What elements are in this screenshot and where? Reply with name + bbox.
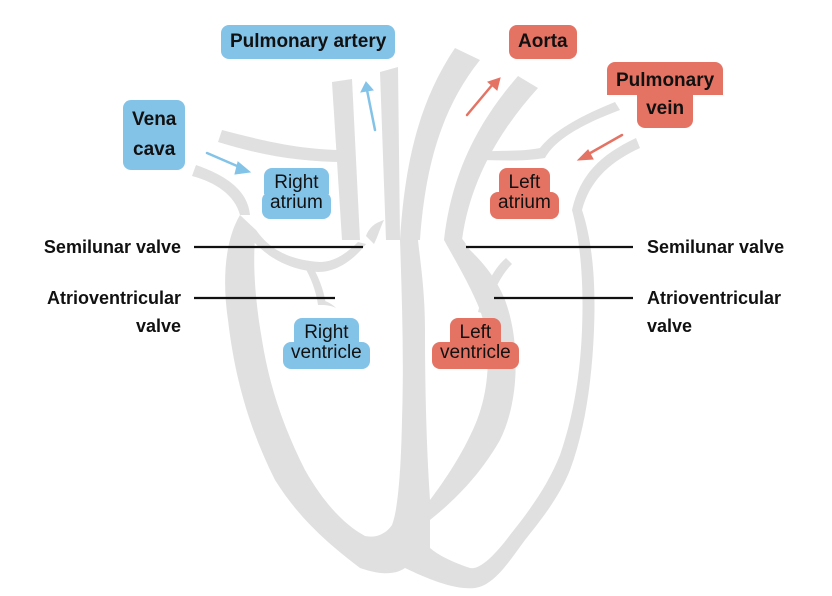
vena-cava-label: Vena cava [123,100,186,170]
aorta-label: Aorta [509,25,577,59]
left-atrium-line-1: Left [498,168,551,194]
flow-arrows [205,77,624,175]
pulmonary-artery-arrow-head [360,81,374,93]
pulmonary-artery-arrow-shaft [365,88,377,132]
pulmonary-artery-wall-right [380,67,400,240]
pointer-lines [194,245,633,300]
right-semilunar-flap [366,220,384,244]
vena-cava-arrow-head [234,161,252,175]
aorta-arrow-head [487,77,501,91]
aorta-wall-inner [444,76,538,240]
aorta-arrow-shaft [465,82,495,117]
right-av-wall [304,262,326,305]
right-ventricle-line-2: ventricle [283,342,370,369]
pulmonary-vein-arrow-shaft [583,133,624,158]
pulmonary-vein-upper [476,102,620,161]
vena-cava-line-1: Vena [132,109,177,130]
heart-outline [192,48,640,589]
left-atrium-line-2: atrium [490,192,559,219]
aorta-wall-outer [400,48,480,240]
pulmonary-vein-arrow-head [576,149,594,161]
right-semilunar-valve-label: Semilunar valve [647,237,785,257]
vena-cava-lower [192,165,250,215]
pulmonary-vein-line-1: Pulmonary [607,62,724,95]
pulmonary-vein-label: Pulmonary vein [607,62,724,128]
right-av-line-1: Atrioventricular [647,288,782,308]
left-atrium-label: Left atrium [490,168,559,219]
right-ventricle-label: Right ventricle [283,318,370,369]
left-semilunar-flap [448,228,466,246]
left-ventricle-line-2: ventricle [432,342,519,369]
right-atrium-line-2: atrium [262,192,331,219]
vena-cava-line-2: cava [133,139,176,160]
vena-cava-upper [218,130,345,162]
right-ventricle-line-1: Right [294,318,359,344]
left-av-wall [478,258,512,314]
pulmonary-artery-wall-left [332,79,360,240]
right-atrium-label: Right atrium [262,168,331,219]
pulmonary-vein-lower [572,138,640,210]
pulmonary-vein-line-2: vein [637,95,694,128]
right-atrioventricular-valve-label: Atrioventricular valve [647,284,781,340]
left-av-line-2: valve [135,316,181,336]
heart-wall [225,210,595,589]
pulmonary-artery-label: Pulmonary artery [221,25,396,59]
right-atrial-wall [252,230,366,272]
left-atrioventricular-valve-label: Atrioventricular valve [47,284,181,340]
left-ventricle-label: Left ventricle [432,318,519,369]
right-av-line-2: valve [647,316,693,336]
left-av-line-1: Atrioventricular [46,288,181,308]
right-atrium-line-1: Right [264,168,329,194]
left-semilunar-valve-label: Semilunar valve [43,237,181,257]
left-ventricle-line-1: Left [449,318,502,344]
